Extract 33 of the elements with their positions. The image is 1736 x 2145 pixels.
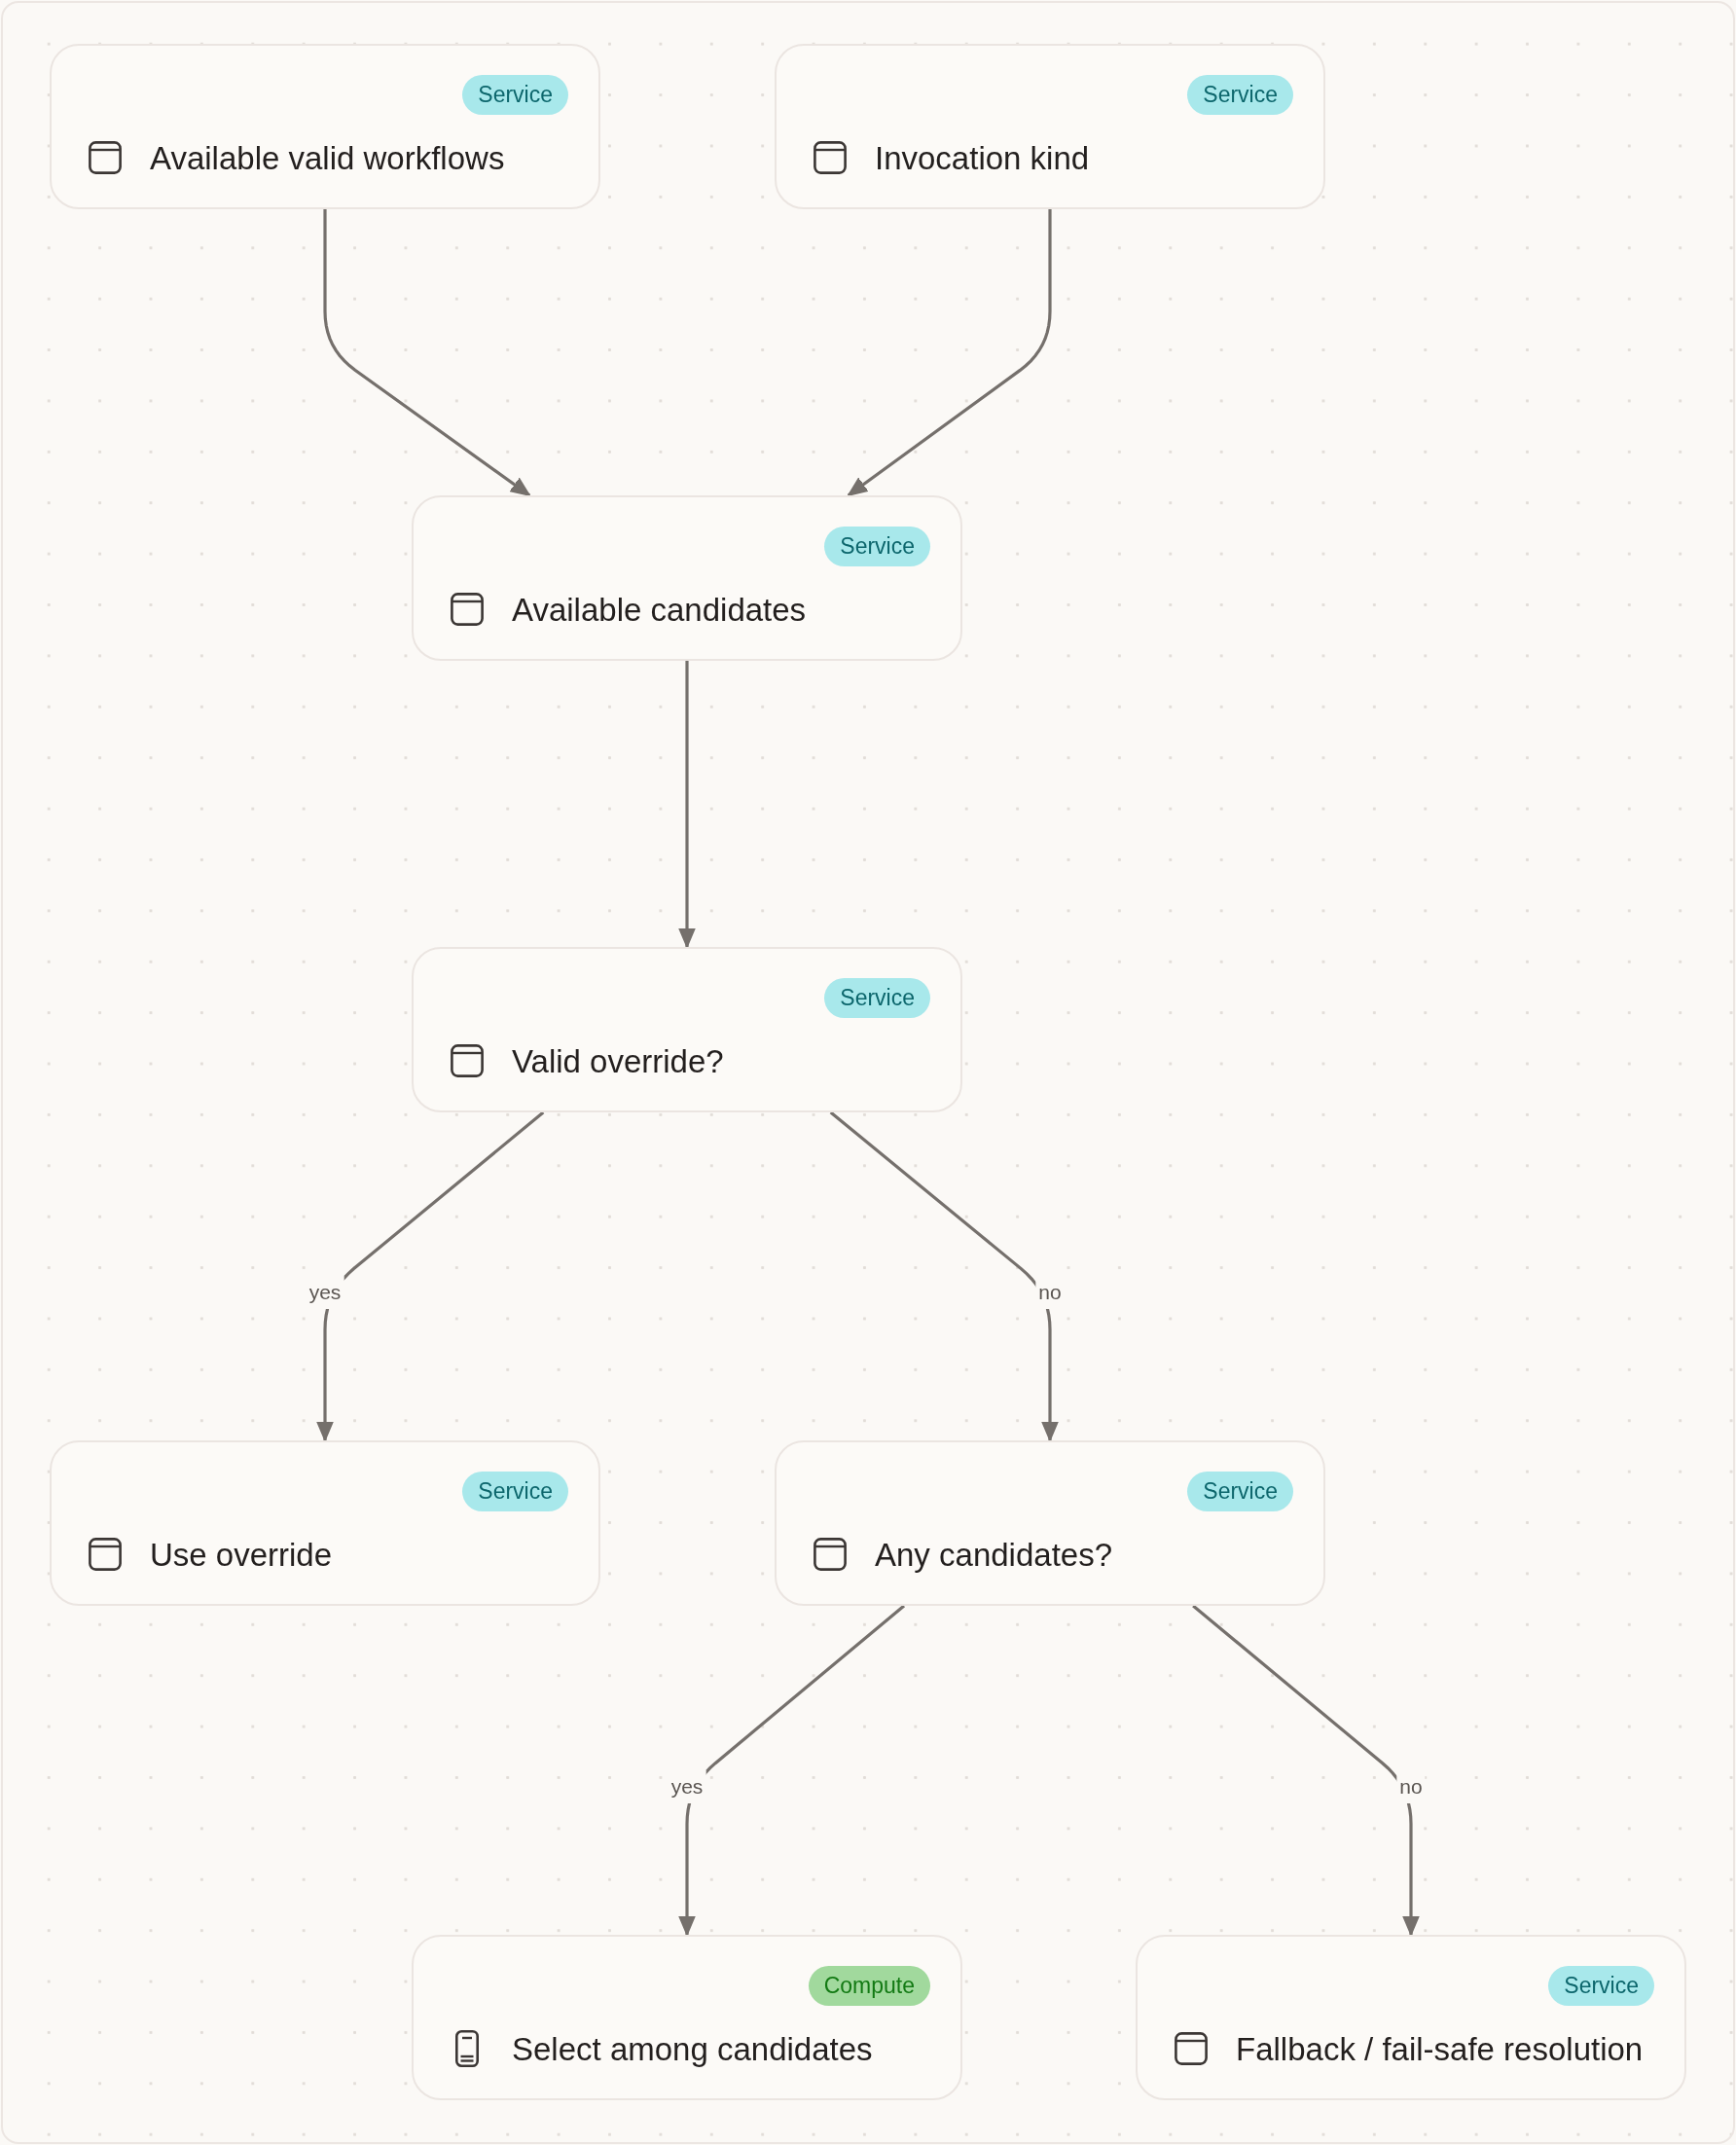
node-title: Any candidates? — [875, 1536, 1112, 1575]
node-title: Available candidates — [512, 591, 807, 630]
process-card — [50, 44, 600, 209]
arrow — [678, 661, 696, 948]
category-tag: Compute — [808, 1966, 930, 2006]
process-card — [412, 1935, 962, 2100]
category-tag: Service — [1548, 1966, 1654, 2006]
category-tag: Service — [824, 527, 930, 566]
process-card — [775, 1440, 1325, 1606]
category-tag: Service — [462, 1472, 568, 1511]
category-tag: Service — [824, 978, 930, 1018]
node-title: Available valid workflows — [150, 139, 505, 178]
edge-label: yes — [668, 1770, 706, 1803]
node-title: Select among candidates — [512, 2030, 873, 2069]
arrow — [323, 209, 531, 497]
category-tag: Service — [1187, 1472, 1293, 1511]
arrow — [678, 1604, 906, 1936]
process-card — [775, 44, 1325, 209]
arrow — [847, 209, 1052, 497]
process-card — [412, 947, 962, 1112]
node-title: Invocation kind — [875, 139, 1090, 178]
edge-label: yes — [306, 1276, 344, 1309]
node-title: Use override — [150, 1536, 333, 1575]
arrow — [1192, 1604, 1420, 1936]
process-card — [50, 1440, 600, 1606]
arrow — [829, 1110, 1059, 1441]
process-card — [1136, 1935, 1686, 2100]
node-title: Fallback / fail-safe resolution — [1236, 2030, 1644, 2069]
node-title: Valid override? — [512, 1042, 724, 1081]
arrow — [316, 1110, 545, 1441]
process-card — [412, 495, 962, 661]
category-tag: Service — [1187, 75, 1293, 115]
category-tag: Service — [462, 75, 568, 115]
